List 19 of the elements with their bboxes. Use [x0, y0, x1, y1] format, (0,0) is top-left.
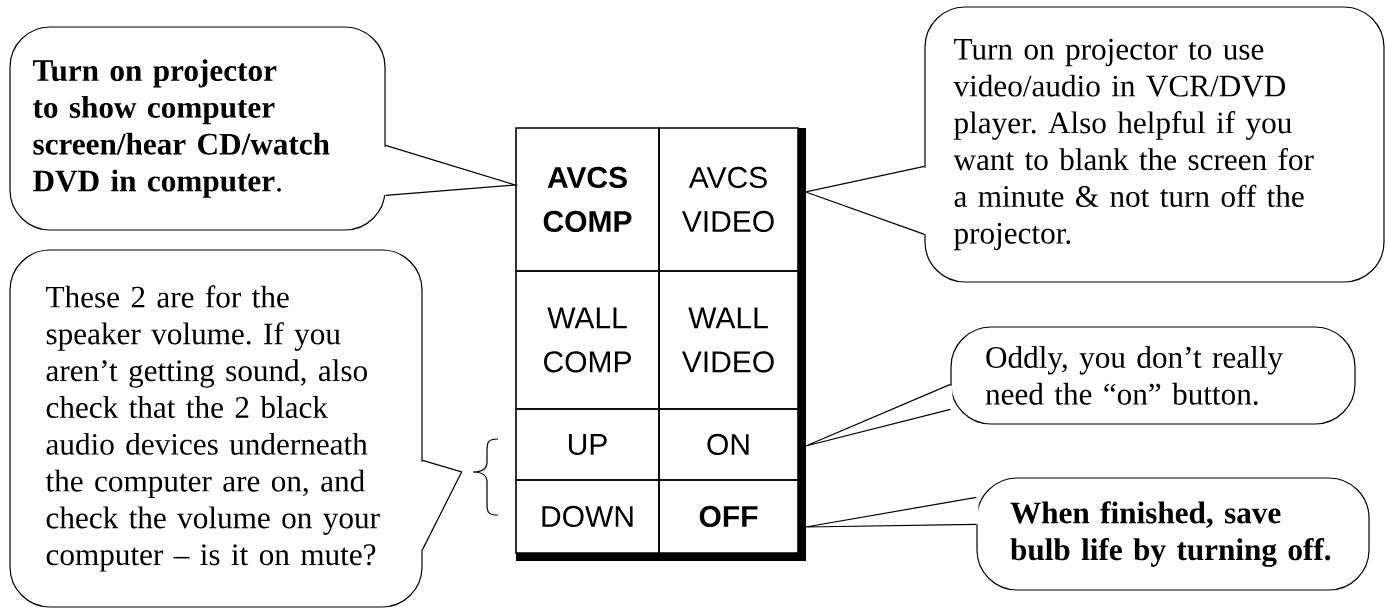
- button-cell: WALL VIDEO: [658, 270, 799, 410]
- speech-bubble: Turn on projector to use video/audio in VCR/DVD player. Also helpful if you want to blank the screen for a minute & not turn off the projector.: [923, 6, 1385, 283]
- button-cell: UP: [515, 408, 660, 481]
- callout-tail: [805, 383, 951, 447]
- callout-tail: [385, 144, 519, 196]
- speech-bubble: Turn on projector to show computer screen/hear CD/watch DVD in computer.: [9, 26, 387, 231]
- button-cell: OFF: [658, 479, 799, 554]
- callout-tail: [805, 496, 977, 528]
- speech-bubble: When finished, save bulb life by turning off.: [975, 477, 1370, 591]
- callout-tail: [422, 459, 463, 550]
- button-cell: AVCS COMP: [515, 127, 660, 272]
- button-cell: DOWN: [515, 479, 660, 554]
- button-cell: ON: [658, 408, 799, 481]
- brace: [472, 438, 499, 516]
- button-cell: WALL COMP: [515, 270, 660, 410]
- speech-bubble: These 2 are for the speaker volume. If you aren’t getting sound, also check that the 2 black audio devices underneath the computer are on, and check the volume on your computer – is it on mute?: [9, 249, 424, 608]
- speech-bubble: Oddly, you don’t really need the “on” button.: [949, 326, 1356, 425]
- callout-tail: [803, 165, 925, 235]
- button-cell: AVCS VIDEO: [658, 127, 799, 272]
